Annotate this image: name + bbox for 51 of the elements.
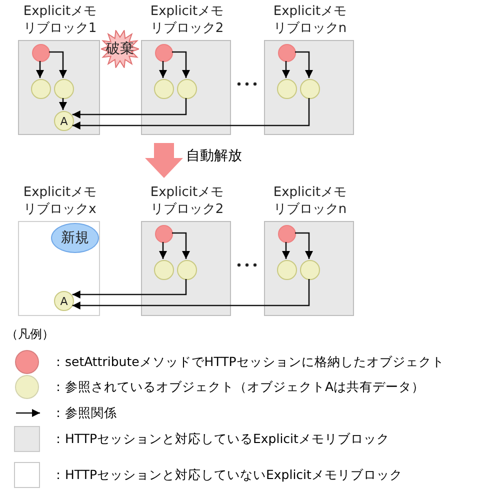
new-ellipse	[51, 223, 99, 253]
referenced-object-circle	[54, 111, 74, 131]
legend-text: ：参照関係	[52, 405, 117, 422]
referenced-object-circle	[31, 79, 51, 99]
reference-arrow	[36, 61, 44, 78]
object-label: A	[59, 114, 69, 130]
stored-object-circle	[155, 225, 173, 243]
discard-starburst	[101, 30, 139, 68]
referenced-object-circle	[54, 291, 74, 311]
reference-arrow	[295, 232, 313, 259]
object-label: A	[59, 294, 69, 310]
transition-label: 自動解放	[186, 147, 242, 165]
referenced-object-circle	[177, 79, 197, 99]
referenced-object-circle	[154, 79, 174, 99]
stored-object-circle	[155, 44, 173, 62]
reference-arrow	[159, 242, 167, 259]
block-heading: Explicitメモリブロック1	[22, 3, 98, 37]
reference-arrow	[72, 98, 310, 130]
reference-arrow	[72, 279, 310, 310]
referenced-object-circle	[300, 260, 320, 280]
referenced-object-circle	[277, 79, 297, 99]
note-text: 破棄	[105, 40, 135, 59]
referenced-object-circle	[54, 79, 74, 99]
stored-object-circle	[278, 225, 296, 243]
reference-arrow	[159, 61, 167, 78]
reference-arrow	[295, 51, 313, 78]
referenced-object-circle	[177, 260, 197, 280]
block-heading: Explicitメモリブロック2	[149, 3, 225, 37]
reference-arrow	[282, 242, 290, 259]
block-heading: Explicitメモリブロックn	[272, 184, 348, 218]
legend-text: ：参照されているオブジェクト（オブジェクトAは共有データ）	[52, 379, 425, 396]
stored-object-circle	[32, 44, 50, 62]
stored-object-circle	[278, 44, 296, 62]
reference-arrow	[72, 98, 187, 118]
block-heading: Explicitメモリブロックx	[22, 184, 98, 218]
reference-arrow	[172, 51, 190, 78]
reference-arrow	[59, 98, 67, 110]
legend-text: ：HTTPセッションと対応していないExplicitメモリブロック	[52, 467, 402, 484]
referenced-object-circle	[300, 79, 320, 99]
referenced-object-circle	[277, 260, 297, 280]
reference-arrow	[172, 232, 190, 259]
reference-arrow	[282, 61, 290, 78]
legend-text: ：HTTPセッションと対応しているExplicitメモリブロック	[52, 431, 390, 448]
referenced-object-circle	[154, 260, 174, 280]
reference-arrow	[72, 279, 187, 298]
block-heading: Explicitメモリブロックn	[272, 3, 348, 37]
note-text: 新規	[60, 229, 90, 248]
legend-text: ：setAttributeメソッドでHTTPセッションに格納したオブジェクト	[52, 354, 444, 371]
legend-heading: （凡例）	[6, 326, 54, 343]
reference-arrow	[49, 51, 67, 78]
block-heading: Explicitメモリブロック2	[149, 184, 225, 218]
